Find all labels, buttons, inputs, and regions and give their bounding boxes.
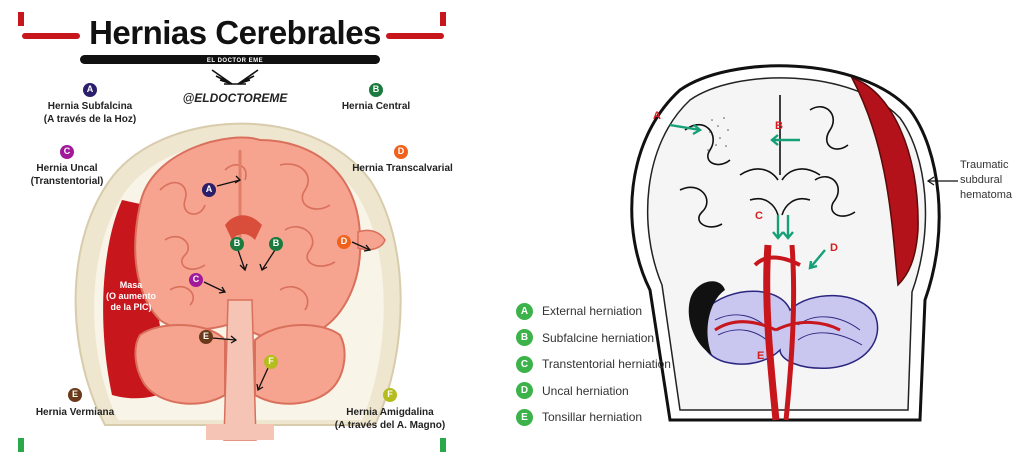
right-illustration bbox=[630, 64, 958, 422]
spinal-cord bbox=[206, 424, 274, 440]
hematoma-annotation: Traumatic subdural hematoma bbox=[960, 158, 1012, 203]
legend-text-c: Transtentorial herniation bbox=[542, 357, 671, 372]
legend: A External herniation B Subfalcine herni… bbox=[516, 298, 716, 431]
annotation-line3: hematoma bbox=[960, 189, 1012, 201]
badge-e-bottom bbox=[68, 388, 82, 402]
badge-e-brain bbox=[199, 330, 213, 344]
handle-text: @ELDOCTOREME bbox=[182, 91, 288, 105]
label-a: Hernia Subfalcina (A través de la Hoz) bbox=[30, 100, 150, 126]
badge-letter-c-brain: C bbox=[192, 274, 200, 284]
legend-item: C Transtentorial herniation bbox=[516, 351, 716, 378]
figure-label-d: D bbox=[830, 242, 838, 254]
annotation-line2: subdural bbox=[960, 174, 1003, 186]
legend-text-d: Uncal herniation bbox=[542, 383, 629, 398]
badge-f-brain bbox=[264, 355, 278, 369]
brand-text: EL DOCTOR EME bbox=[206, 58, 264, 64]
legend-badge-c: C bbox=[516, 355, 533, 373]
figure-label-b: B bbox=[775, 120, 783, 132]
mass-line3: de la PIC) bbox=[110, 302, 152, 312]
legend-text-b: Subfalcine herniation bbox=[542, 330, 655, 345]
label-e-line1: Hernia Vermiana bbox=[35, 407, 115, 418]
legend-item: B Subfalcine herniation bbox=[516, 325, 716, 352]
badge-c-brain bbox=[189, 273, 203, 287]
label-f-line2: (A través del A. Magno) bbox=[334, 420, 446, 431]
badge-letter-a-brain: A bbox=[205, 184, 213, 194]
title-bar-right bbox=[386, 33, 444, 39]
legend-badge-a: A bbox=[516, 302, 533, 320]
badge-letter-f-bottom: F bbox=[387, 389, 393, 399]
figure-label-e: E bbox=[757, 350, 765, 362]
badge-letter-c-top: C bbox=[63, 146, 71, 156]
badge-d-brain bbox=[337, 235, 351, 249]
mass-label: Masa (O aumento de la PIC) bbox=[98, 280, 164, 313]
title-underline bbox=[80, 55, 380, 64]
page-title: Hernias Cerebrales bbox=[89, 14, 381, 51]
label-f: Hernia Amigdalina (A través del A. Magno… bbox=[330, 406, 450, 432]
label-c-line1: Hernia Uncal bbox=[36, 163, 98, 174]
badge-f-bottom bbox=[383, 388, 397, 402]
label-d-line1: Hernia Transcalvarial bbox=[352, 163, 453, 174]
arrows bbox=[203, 175, 372, 392]
label-c: Hernia Uncal (Transtentorial) bbox=[12, 162, 122, 188]
badge-letter-e-bottom: E bbox=[71, 389, 78, 399]
badge-b-brain-2 bbox=[269, 237, 283, 251]
badge-letter-d-brain: D bbox=[340, 236, 348, 246]
legend-item: D Uncal herniation bbox=[516, 378, 716, 405]
left-infographic: Hernias Cerebrales EL DOCTOR EME @ELDOCT… bbox=[0, 0, 470, 474]
legend-text-e: Tonsillar herniation bbox=[542, 410, 643, 425]
label-b: Hernia Central bbox=[326, 100, 426, 113]
cerebrum bbox=[134, 136, 362, 340]
badge-letter-f-brain: F bbox=[268, 356, 274, 366]
badge-b-brain-1 bbox=[230, 237, 244, 251]
label-a-line2: (A través de la Hoz) bbox=[43, 114, 137, 125]
brainstem bbox=[223, 299, 257, 441]
title-bar-left bbox=[22, 33, 80, 39]
label-f-line1: Hernia Amigdalina bbox=[346, 407, 434, 418]
legend-item: E Tonsillar herniation bbox=[516, 404, 716, 431]
mass-line2: (O aumento bbox=[105, 291, 156, 301]
left-illustration bbox=[18, 12, 446, 452]
badge-letter-b-brain-1: B bbox=[233, 238, 241, 248]
badge-b-top bbox=[369, 83, 383, 97]
badge-letter-d-top: D bbox=[397, 146, 405, 156]
badge-a-top bbox=[83, 83, 97, 97]
figure-label-c: C bbox=[755, 210, 763, 222]
corner-accent-green bbox=[440, 438, 446, 452]
figure-label-a: A bbox=[653, 110, 661, 122]
corner-accent-red bbox=[18, 12, 24, 26]
badge-letter-b-top: B bbox=[372, 84, 380, 94]
badge-c-top bbox=[60, 145, 74, 159]
label-e: Hernia Vermiana bbox=[22, 406, 128, 419]
legend-badge-e: E bbox=[516, 408, 533, 426]
badge-letter-a-top: A bbox=[86, 84, 94, 94]
legend-text-a: External herniation bbox=[542, 304, 643, 319]
wings-logo bbox=[211, 69, 259, 85]
corner-accent-green bbox=[18, 438, 24, 452]
corner-accent-red bbox=[440, 12, 446, 26]
cerebellum bbox=[134, 324, 346, 405]
coronal-brain-section bbox=[630, 64, 958, 422]
mass-line1: Masa bbox=[119, 280, 143, 290]
label-d: Hernia Transcalvarial bbox=[345, 162, 460, 175]
legend-badge-b: B bbox=[516, 329, 533, 347]
badge-letter-e-brain: E bbox=[202, 331, 209, 341]
label-a-line1: Hernia Subfalcina bbox=[47, 101, 133, 112]
label-c-line2: (Transtentorial) bbox=[30, 176, 104, 187]
legend-item: A External herniation bbox=[516, 298, 716, 325]
badge-a-brain bbox=[202, 183, 216, 197]
label-b-line1: Hernia Central bbox=[341, 101, 411, 112]
edema-stipple bbox=[707, 117, 729, 151]
badges bbox=[60, 83, 408, 402]
annotation-line1: Traumatic bbox=[960, 159, 1009, 171]
badge-d-top bbox=[394, 145, 408, 159]
legend-badge-d: D bbox=[516, 382, 533, 400]
badge-letter-b-brain-2: B bbox=[272, 238, 280, 248]
transcalvarial-bulge bbox=[357, 229, 386, 251]
